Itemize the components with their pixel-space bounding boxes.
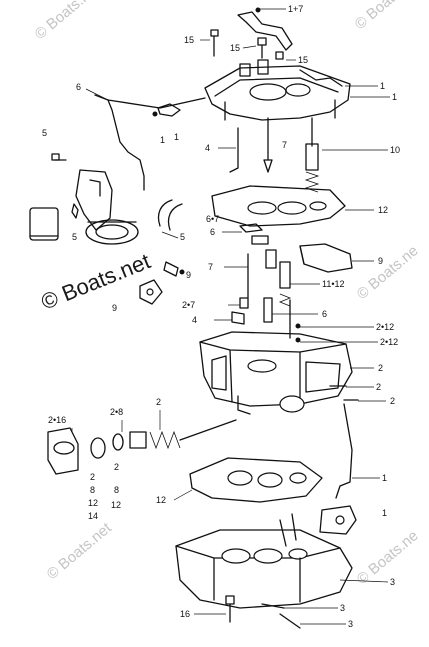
callout-2-bowl-a: 2	[378, 363, 383, 373]
screw-2-12-b	[295, 337, 301, 343]
callout-2-7: 2•7	[182, 300, 195, 310]
leader-lines	[71, 8, 390, 625]
callout-12-ring-col: 12	[88, 498, 98, 508]
callout-12-ring-col-b: 12	[111, 500, 121, 510]
spring-6	[263, 297, 291, 339]
callout-2-ring-col: 2	[90, 472, 95, 482]
callout-1-linkage: 1	[382, 508, 387, 518]
air-horn-cover	[204, 59, 351, 121]
throttle-body	[175, 513, 353, 609]
callout-5-screw: 5	[42, 128, 47, 138]
part-4	[231, 311, 245, 325]
part-2-7	[239, 297, 249, 309]
rod-1-right	[335, 403, 353, 499]
callout-4-lower: 4	[192, 315, 197, 325]
fuel-filter	[129, 419, 237, 450]
watermark-main: © Boats.net	[38, 248, 154, 314]
gasket-ring-b	[112, 433, 124, 451]
clip-5	[71, 203, 79, 219]
accelerator-pump	[304, 117, 320, 193]
callout-8-ring-col-b: 8	[114, 485, 119, 495]
air-horn-gasket	[211, 185, 346, 227]
callout-2-16: 2•16	[48, 415, 66, 425]
part-6	[251, 235, 269, 245]
callout-12-gasket-upper: 12	[378, 205, 388, 215]
callout-1-small-a: 1	[160, 135, 165, 145]
callout-2-8: 2•8	[110, 407, 123, 417]
bracket-9	[139, 279, 163, 305]
screw-5	[51, 153, 67, 161]
watermark-top-left: © Boats.net	[32, 0, 104, 43]
callout-1-top-right-b: 1	[392, 92, 397, 102]
callout-7-metering: 7	[282, 140, 287, 150]
watermark-bottom-left: © Boats.net	[44, 519, 116, 583]
callout-1-top-right-a: 1	[380, 81, 385, 91]
callout-6-vacuum: 6	[76, 82, 81, 92]
float-9	[299, 243, 353, 273]
screw-15-right	[275, 51, 284, 60]
idle-screw-b	[279, 613, 301, 629]
callout-1-rod-right: 1	[382, 473, 387, 483]
hose-5	[157, 199, 183, 231]
pump-link	[152, 103, 181, 117]
watermark-mid-right: © Boats.ne	[354, 242, 422, 303]
callout-15-right: 15	[298, 55, 308, 65]
callout-2-bowl-b: 2	[376, 382, 381, 392]
callout-6-spring: 6	[322, 309, 327, 319]
throttle-linkage	[319, 505, 357, 535]
callout-1-7: 1+7	[288, 4, 303, 14]
vacuum-line	[94, 94, 145, 191]
callout-15-left: 15	[184, 35, 194, 45]
watermark-top-right: © Boats.ne	[352, 0, 420, 33]
callout-1-small-b: 1	[174, 132, 179, 142]
callout-2-ring-col-b: 2	[114, 462, 119, 472]
screw-2-12-a	[295, 323, 301, 329]
watermark-bottom-right: © Boats.ne	[354, 527, 422, 588]
screw-16	[225, 595, 235, 623]
callout-2-12-b: 2•12	[380, 337, 398, 347]
callout-3-idle-a: 3	[340, 603, 345, 613]
needle-seat-7	[247, 249, 277, 299]
choke-lever	[237, 7, 293, 51]
callout-5-hose: 5	[180, 232, 185, 242]
callout-4-rod: 4	[205, 143, 210, 153]
callout-2-filter: 2	[156, 397, 161, 407]
callout-6-7: 6•7	[206, 214, 219, 224]
screw-15-mid	[257, 37, 267, 59]
callout-12-throttle-gasket: 12	[156, 495, 166, 505]
spring-11-12	[278, 261, 292, 307]
gasket-ring-a	[90, 437, 106, 459]
part-6-7	[239, 223, 263, 233]
callout-11-12: 11•12	[322, 279, 345, 289]
callout-9-pivot: 9	[186, 270, 191, 280]
callout-9-bracket: 9	[112, 303, 117, 313]
callout-14-ring-col: 14	[88, 511, 98, 521]
idle-screw-a	[261, 603, 285, 609]
callout-3-throttle-body: 3	[390, 577, 395, 587]
rod-4-upper	[229, 127, 239, 173]
callout-7-needle: 7	[208, 262, 213, 272]
callout-6-small: 6	[210, 227, 215, 237]
callout-2-bowl-c: 2	[390, 396, 395, 406]
callout-5-clip: 5	[72, 232, 77, 242]
callout-9-float: 9	[378, 256, 383, 266]
callout-10-pump: 10	[390, 145, 400, 155]
callout-8-ring-col: 8	[90, 485, 95, 495]
choke-housing	[29, 169, 139, 245]
callout-16-screw: 16	[180, 609, 190, 619]
screw-15-left	[210, 29, 219, 57]
float-bowl-body	[199, 331, 353, 415]
throttle-gasket	[189, 457, 323, 503]
pivot-9	[163, 261, 185, 277]
inlet-fitting-2-16	[47, 427, 79, 475]
callout-15-mid: 15	[230, 43, 240, 53]
callout-3-idle-b: 3	[348, 619, 353, 629]
callout-2-12-a: 2•12	[376, 322, 394, 332]
